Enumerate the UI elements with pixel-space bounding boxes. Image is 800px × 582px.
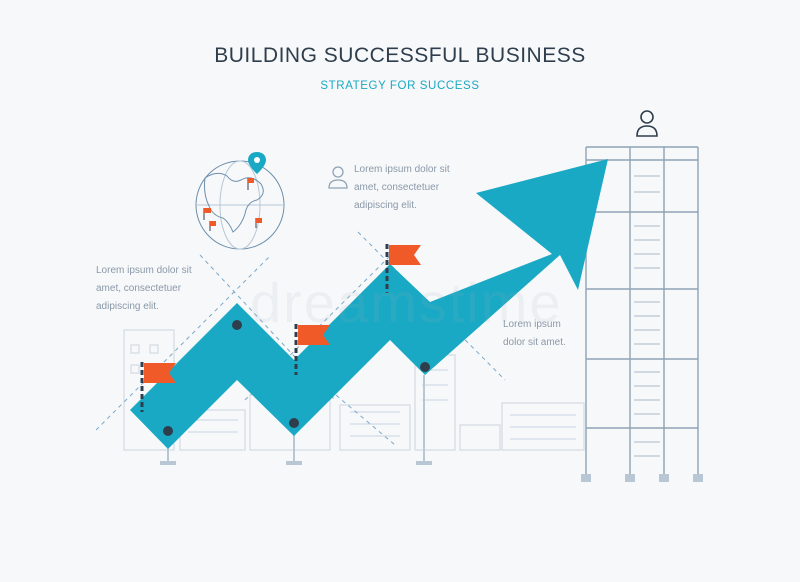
- location-pin-icon: [248, 152, 266, 174]
- scaffolding-ladder: [634, 175, 660, 457]
- note-line: Lorem ipsum dolor sit: [354, 164, 450, 175]
- scaffolding-tower: [585, 146, 699, 475]
- note-line: adipiscing elit.: [96, 301, 159, 312]
- info-note-left: Lorem ipsum dolor sit amet, consectetuer…: [96, 262, 226, 316]
- watermark: dreamstime: [250, 271, 563, 334]
- note-line: dolor sit amet.: [503, 337, 566, 348]
- arrow-pins: [163, 320, 430, 436]
- note-line: amet, consectetuer: [354, 182, 440, 193]
- page-subtitle: STRATEGY FOR SUCCESS: [320, 80, 480, 92]
- note-line: Lorem ipsum dolor sit: [96, 265, 192, 276]
- stand-bases: [160, 461, 432, 465]
- person-on-top-icon: [636, 110, 658, 137]
- growth-arrow: [130, 159, 608, 449]
- globe-icon: [195, 160, 285, 250]
- page-title: BUILDING SUCCESSFUL BUSINESS: [214, 44, 586, 67]
- user-icon-note: [328, 166, 348, 189]
- globe-flag-icons: [203, 178, 262, 231]
- note-line: Lorem ipsum: [503, 319, 561, 330]
- info-note-right: Lorem ipsum dolor sit amet.: [503, 316, 603, 352]
- scaffolding-feet: [581, 474, 703, 482]
- flag-icon: [294, 324, 330, 375]
- note-line: adipiscing elit.: [354, 200, 417, 211]
- note-line: amet, consectetuer: [96, 283, 182, 294]
- info-note-top: Lorem ipsum dolor sit amet, consectetuer…: [354, 161, 474, 215]
- flag-icon: [385, 244, 421, 293]
- flag-icon: [140, 362, 176, 412]
